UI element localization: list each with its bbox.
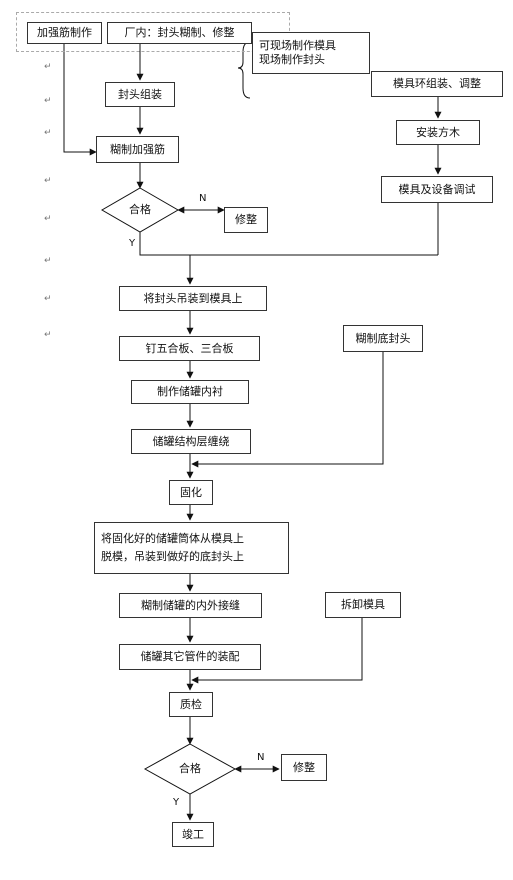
qc1-no-label: N [199, 193, 207, 204]
hoist-head-box: 将封头吊装到模具上 [119, 286, 267, 311]
winding-box: 储罐结构层缠绕 [131, 429, 251, 454]
seam-box: 糊制储罐的内外接缝 [119, 593, 262, 618]
qc2-no-label: N [257, 752, 265, 763]
paragraph-mark: ↵ [44, 214, 52, 224]
repair1-box: 修整 [224, 207, 268, 233]
demold-box: 将固化好的储罐筒体从模具上脱模，吊装到做好的底封头上 [94, 522, 289, 574]
paragraph-mark: ↵ [44, 96, 52, 106]
paragraph-mark: ↵ [44, 294, 52, 304]
rib-paste-box: 糊制加强筋 [96, 136, 179, 163]
paragraph-mark: ↵ [44, 62, 52, 72]
qc1-label: 合格 [129, 203, 151, 216]
repair2-box: 修整 [281, 754, 327, 781]
inspect-box: 质检 [169, 692, 213, 717]
complete-box: 竣工 [172, 822, 214, 847]
arrow-bottom-head-join [191, 352, 384, 468]
note-line-2: 现场制作封头 [259, 53, 325, 66]
note-brace [237, 41, 251, 99]
qc2-diamond [143, 743, 237, 795]
demold-line-1: 将固化好的储罐筒体从模具上 [101, 532, 244, 545]
qc1-diamond [101, 187, 179, 233]
arrow-rib-to-paste [63, 44, 97, 156]
arrow-dismantle-join [191, 618, 363, 684]
dismantle-box: 拆卸模具 [325, 592, 401, 618]
note-line-1: 可现场制作模具 [259, 39, 336, 52]
qc1-yes-label: Y [129, 238, 136, 249]
mold-ring-box: 模具环组装、调整 [371, 71, 503, 97]
paragraph-mark: ↵ [44, 128, 52, 138]
demold-line-2: 脱模，吊装到做好的底封头上 [101, 550, 244, 563]
paragraph-mark: ↵ [44, 256, 52, 266]
head-assembly-box: 封头组装 [105, 82, 175, 107]
cure-box: 固化 [169, 480, 213, 505]
site-note-box: 可现场制作模具现场制作封头 [252, 32, 370, 74]
mold-debug-box: 模具及设备调试 [381, 176, 493, 203]
factory-head-box: 厂内：封头糊制、修整 [107, 22, 252, 44]
paragraph-mark: ↵ [44, 176, 52, 186]
bottom-head-box: 糊制底封头 [343, 325, 423, 352]
line-qc1-yes [139, 232, 438, 256]
rib-prep-box: 加强筋制作 [27, 22, 102, 44]
nail-plywood-box: 钉五合板、三合板 [119, 336, 260, 361]
liner-box: 制作储罐内衬 [131, 380, 249, 404]
qc2-yes-label: Y [173, 797, 180, 808]
fittings-box: 储罐其它管件的装配 [119, 644, 261, 670]
square-timber-box: 安装方木 [396, 120, 480, 145]
qc2-label: 合格 [179, 762, 201, 775]
paragraph-mark: ↵ [44, 330, 52, 340]
